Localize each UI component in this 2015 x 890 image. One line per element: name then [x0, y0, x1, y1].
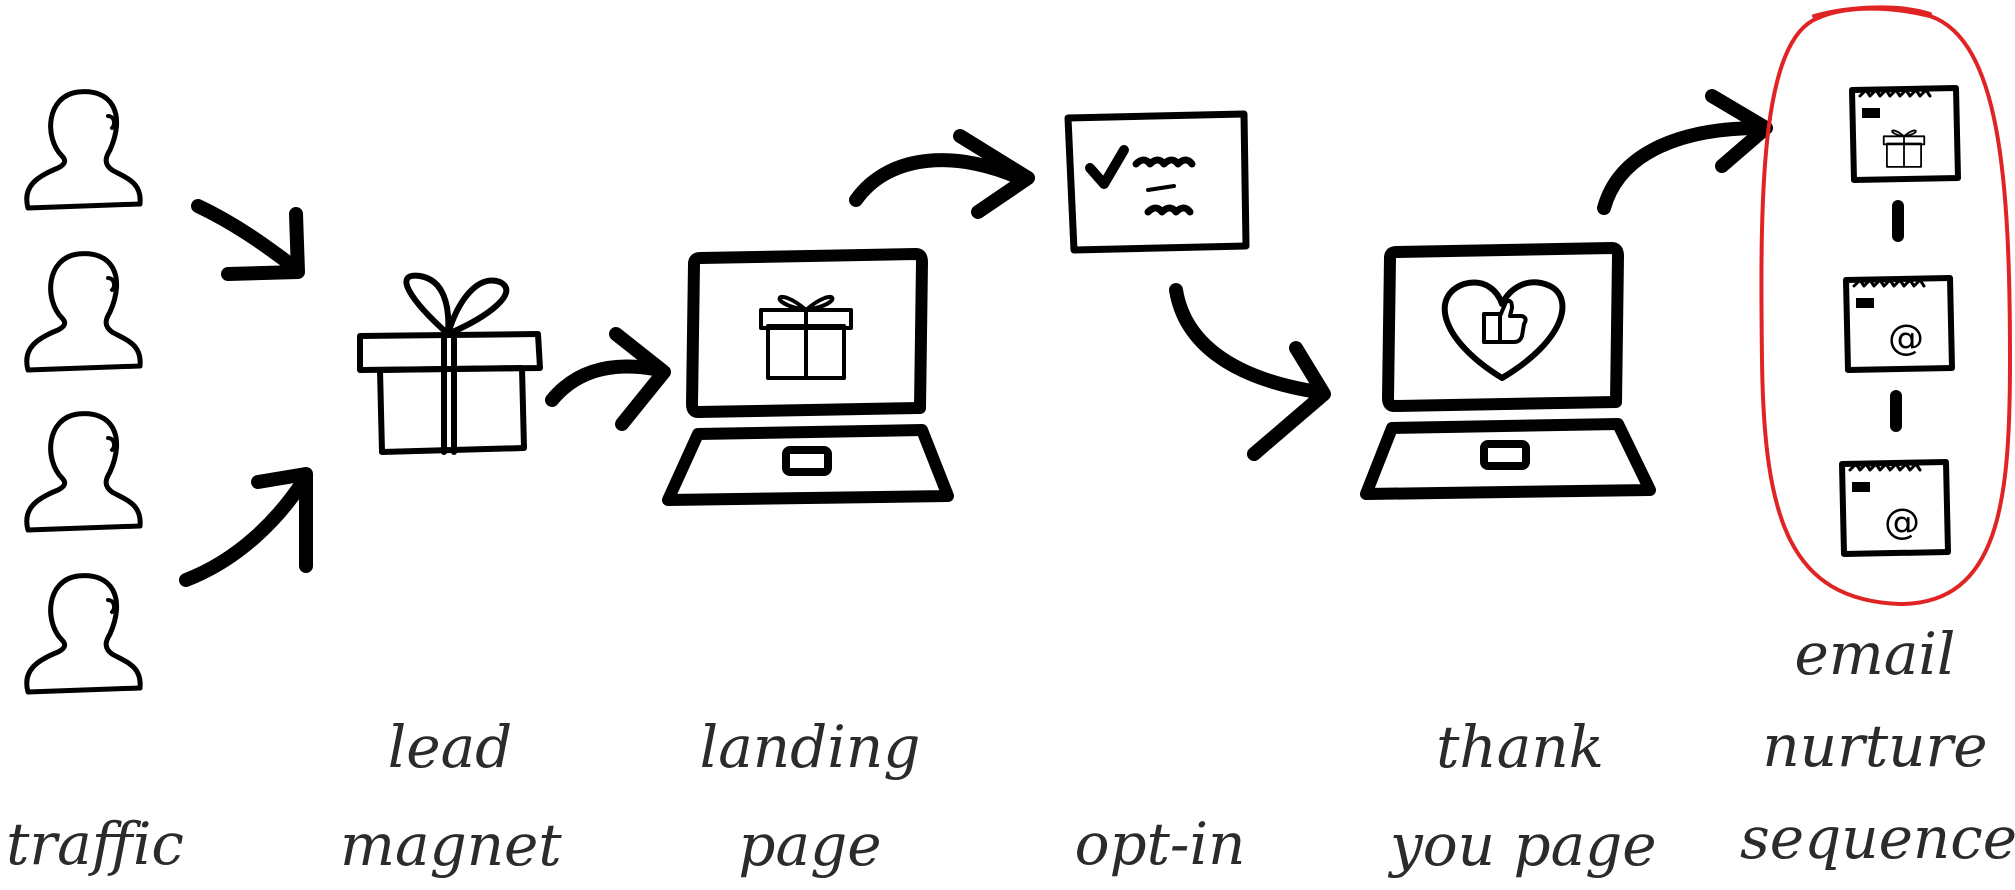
arrow-landing-page-to-opt-in	[849, 129, 1035, 219]
email-at-icon: @	[1846, 278, 1952, 370]
email-at-icon: @	[1842, 462, 1948, 554]
label-line: sequence	[1740, 804, 2015, 872]
svg-text:@: @	[1888, 318, 1924, 359]
label-line: you page	[1390, 811, 1657, 879]
label-thank-you-page: thank you page	[1390, 713, 1657, 879]
person-icon	[27, 92, 140, 208]
label-email-nurture-sequence: email nurture sequence	[1740, 620, 2015, 872]
arrow-thank-you-page-to-email	[1597, 89, 1773, 215]
label-line: page	[738, 811, 882, 879]
svg-text:@: @	[1884, 502, 1920, 543]
label-line: opt-in	[1074, 810, 1246, 878]
label-line: landing	[699, 713, 921, 781]
label-landing-page: landing page	[690, 718, 930, 874]
label-line: email	[1794, 620, 1956, 688]
label-opt-in: opt-in	[1060, 815, 1260, 873]
person-icon	[27, 414, 140, 530]
laptop-heart-thumbs-up-icon	[1360, 242, 1656, 500]
email-gift-icon	[1852, 88, 1958, 180]
person-icon	[27, 254, 140, 370]
arrow-lead-magnet-to-landing-page	[545, 327, 671, 431]
form-checkmark-icon	[1064, 110, 1250, 254]
label-line: traffic	[6, 810, 184, 878]
label-line: lead	[387, 713, 513, 781]
highlight-circle	[1759, 5, 2013, 607]
label-lead-magnet: lead magnet	[340, 713, 562, 879]
gift-icon	[357, 272, 543, 455]
laptop-gift-icon	[662, 248, 954, 506]
arrow-opt-in-to-thank-you-page	[1169, 283, 1331, 461]
label-traffic: traffic	[5, 815, 185, 873]
label-line: thank	[1436, 713, 1604, 781]
label-line: nurture	[1762, 712, 1988, 780]
person-icon	[27, 576, 140, 692]
arrow-traffic-to-lead-magnet-bottom	[179, 467, 313, 587]
arrow-traffic-to-lead-magnet-top	[191, 199, 305, 281]
label-line: magnet	[340, 811, 562, 879]
